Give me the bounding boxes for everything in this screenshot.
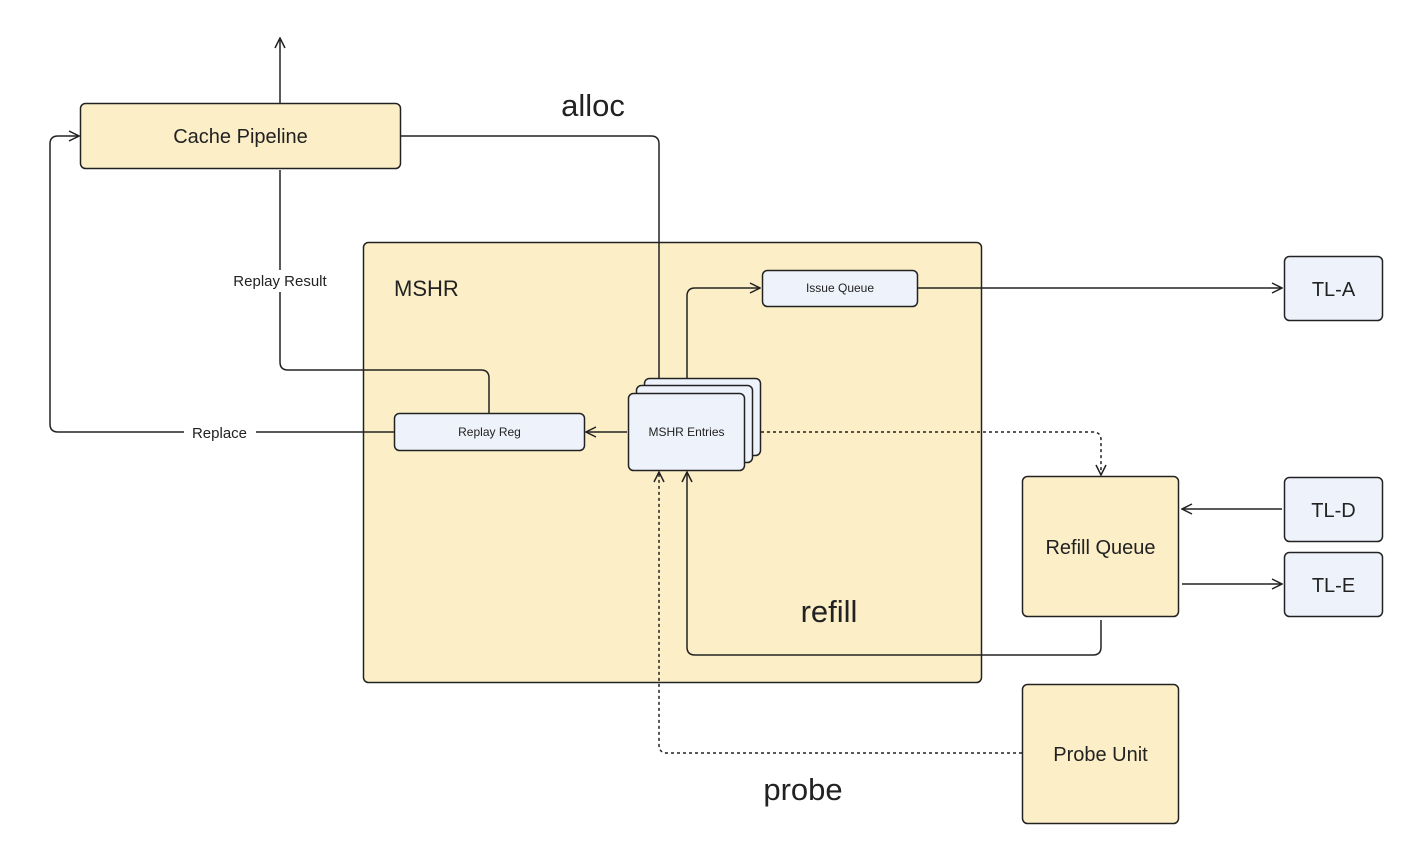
- replay-result-label-bg: [226, 270, 334, 292]
- tl-d-label: TL-D: [1311, 500, 1355, 522]
- mshr-entries-stack[interactable]: MSHR Entries: [627, 377, 762, 472]
- replace-label: Replace: [192, 425, 247, 442]
- issue-queue-label: Issue Queue: [806, 281, 874, 295]
- replay-result-label: Replay Result: [233, 273, 327, 290]
- tl-d-box[interactable]: TL-D: [1283, 476, 1384, 543]
- refill-queue-label: Refill Queue: [1045, 537, 1155, 559]
- replay-reg-label: Replay Reg: [458, 425, 521, 439]
- alloc-label: alloc: [561, 88, 625, 123]
- tl-a-label: TL-A: [1312, 279, 1356, 301]
- tl-e-label: TL-E: [1312, 575, 1355, 597]
- refill-arrow: [687, 472, 1102, 656]
- issue-queue-box[interactable]: Issue Queue: [761, 269, 919, 308]
- replay-result-line: [279, 170, 490, 413]
- replay-reg-box[interactable]: Replay Reg: [393, 412, 586, 452]
- tl-e-box[interactable]: TL-E: [1283, 551, 1384, 618]
- entries-to-issue-arrow: [686, 288, 760, 393]
- mshr-entries-label: MSHR Entries: [648, 425, 724, 439]
- tl-a-box[interactable]: TL-A: [1283, 255, 1384, 322]
- probe-label: probe: [763, 772, 842, 807]
- replace-label-bg: [184, 422, 256, 444]
- refill-queue-box[interactable]: Refill Queue: [1021, 475, 1180, 618]
- cache-pipeline-box[interactable]: Cache Pipeline: [79, 102, 402, 170]
- mshr-label: MSHR: [394, 276, 459, 301]
- probe-unit-label: Probe Unit: [1053, 744, 1148, 766]
- cache-pipeline-label: Cache Pipeline: [173, 126, 308, 148]
- entries-to-refill-dotted-arrow: [749, 431, 1101, 475]
- probe-unit-box[interactable]: Probe Unit: [1021, 683, 1180, 825]
- alloc-arrow: [401, 135, 659, 392]
- probe-dotted-arrow: [659, 472, 1022, 754]
- refill-label: refill: [801, 594, 858, 629]
- mshr-entry-front: [627, 392, 746, 472]
- replace-arrow: [49, 136, 394, 433]
